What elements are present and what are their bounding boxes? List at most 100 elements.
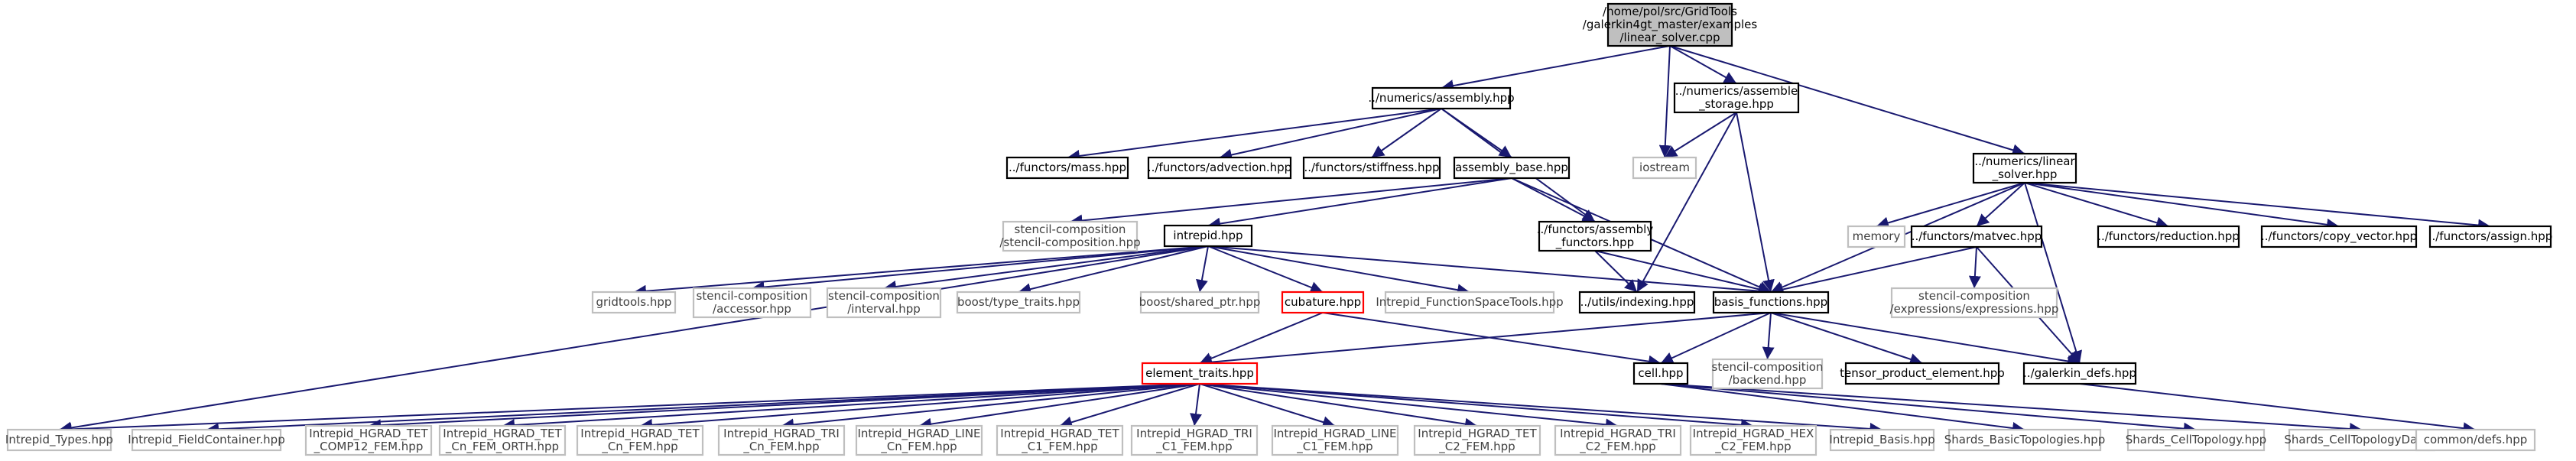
node-box (1632, 156, 1697, 180)
node-label: Intrepid_Types.hpp (5, 433, 113, 447)
node-label: ../functors/assembly (1537, 222, 1654, 236)
node-stencil_expr: stencil-composition/expressions/expressi… (1890, 287, 2058, 319)
node-galerkin_defs[interactable]: ../galerkin_defs.hpp (2022, 362, 2137, 385)
node-assign[interactable]: ../functors/assign.hpp (2428, 225, 2553, 248)
node-label: stencil-composition (1712, 360, 1824, 374)
node-tet_comp12: Intrepid_HGRAD_TET_COMP12_FEM.hpp (304, 424, 433, 456)
node-copy_vector[interactable]: ../functors/copy_vector.hpp (2260, 225, 2418, 248)
node-assembly[interactable]: ../numerics/assembly.hpp (1368, 86, 1515, 110)
node-indexing[interactable]: ../utils/indexing.hpp (1578, 291, 1696, 314)
node-label: stencil-composition (697, 289, 808, 303)
node-box (1844, 362, 2000, 385)
node-label: Intrepid_HGRAD_TET (1418, 427, 1537, 441)
node-label: Intrepid_HGRAD_TET (443, 427, 562, 441)
node-box (2022, 362, 2137, 385)
node-label: _Cn_FEM.hpp (742, 440, 819, 454)
node-assembly_base[interactable]: assembly_base.hpp (1453, 156, 1571, 180)
edge-element_traits-to-tet_comp12 (368, 383, 1200, 432)
edge-element_traits-to-tet_c2 (1199, 383, 1478, 430)
node-label: tensor_product_element.hpp (1840, 366, 2005, 381)
node-box (717, 424, 846, 456)
node-box (855, 424, 983, 456)
edge-intrepid-to-fst (1207, 245, 1470, 297)
edge-intrepid-to-cubature (1207, 245, 1324, 294)
node-cubature[interactable]: cubature.hpp (1281, 291, 1365, 314)
node-label: ../functors/matvec.hpp (1912, 229, 2042, 243)
node-label: cell.hpp (1638, 366, 1683, 380)
node-box (1829, 428, 1935, 452)
edge-element_traits-to-intrepid_types (59, 383, 1200, 436)
node-box (1371, 86, 1512, 110)
node-label: _functors.hpp (1555, 235, 1634, 250)
node-label: _C2_FEM.hpp (1714, 440, 1791, 454)
edge-root-to-linear_solver (1669, 45, 2025, 157)
node-root[interactable]: /home/pol/src/GridTools/galerkin4gt_mast… (1583, 2, 1758, 47)
node-accessor: stencil-composition/accessor.hpp (692, 287, 812, 319)
node-label: /stencil-composition.hpp (999, 235, 1140, 249)
node-cell[interactable]: cell.hpp (1632, 362, 1689, 385)
node-label: Shards_CellTopology.hpp (2126, 433, 2266, 447)
node-label: Intrepid_HGRAD_TET (309, 427, 428, 441)
edge-linear_solver-to-copy_vector (2024, 182, 2340, 231)
node-label: /home/pol/src/GridTools (1603, 5, 1737, 18)
node-basis_functions[interactable]: basis_functions.hpp (1712, 291, 1830, 314)
node-matvec[interactable]: ../functors/matvec.hpp (1910, 225, 2043, 248)
node-label: _C1_FEM.hpp (1296, 440, 1372, 454)
node-fst: Intrepid_FunctionSpaceTools.hpp (1376, 291, 1564, 314)
node-box (1947, 428, 2102, 452)
node-tensor_product[interactable]: tensor_product_element.hpp (1840, 362, 2005, 385)
node-advection[interactable]: ../functors/advection.hpp (1148, 156, 1291, 180)
edge-cell-to-shards_cell (1660, 383, 2197, 435)
node-label: _COMP12_FEM.hpp (313, 440, 424, 454)
edge-basis_functions-to-tensor_product (1770, 312, 1923, 365)
node-shards_cell: Shards_CellTopology.hpp (2126, 428, 2266, 452)
node-label: assembly_base.hpp (1455, 161, 1568, 175)
node-stiffness[interactable]: ../functors/stiffness.hpp (1302, 156, 1441, 180)
edges-layer (59, 45, 2491, 436)
edge-basis_functions-to-element_traits (1199, 312, 1772, 368)
edge-assembly_functors-to-indexing (1594, 250, 1638, 293)
node-label: Intrepid_HGRAD_TET (1000, 427, 1119, 441)
node-gridtools: gridtools.hpp (591, 291, 677, 314)
node-label: _C2_FEM.hpp (1579, 440, 1655, 454)
node-box (2415, 428, 2536, 452)
edge-basis_functions-to-cell (1660, 312, 1772, 364)
node-mass[interactable]: ../functors/mass.hpp (1005, 156, 1129, 180)
node-element_traits[interactable]: element_traits.hpp (1141, 362, 1259, 385)
node-label: /backend.hpp (1729, 373, 1807, 387)
node-label: Intrepid_Basis.hpp (1829, 433, 1934, 447)
node-assembly_functors[interactable]: ../functors/assembly_functors.hpp (1537, 220, 1654, 252)
edge-linear_solver-to-memory (1876, 182, 2025, 229)
node-label: Intrepid_HGRAD_HEX (1693, 427, 1814, 441)
edge-intrepid-to-shared_ptr (1196, 245, 1209, 293)
node-tet_cn_orth: Intrepid_HGRAD_TET_Cn_FEM_ORTH.hpp (438, 424, 567, 456)
edge-assemble_storage-to-iostream (1664, 112, 1737, 158)
node-box (956, 291, 1081, 314)
node-box (1712, 291, 1830, 314)
node-linear_solver[interactable]: ../numerics/linear_solver.hpp (1972, 152, 2077, 184)
edge-assemble_storage-to-basis_functions (1736, 112, 1775, 293)
edge-element_traits-to-intrepid_basis (1199, 383, 1882, 435)
node-intrepid[interactable]: intrepid.hpp (1163, 224, 1253, 248)
node-backend: stencil-composition/backend.hpp (1711, 358, 1824, 390)
node-box (1711, 358, 1824, 390)
node-box (2260, 225, 2418, 248)
edge-cubature-to-element_traits (1199, 312, 1324, 365)
edge-element_traits-to-tet_cn_orth (502, 383, 1200, 432)
node-box (1002, 220, 1139, 252)
node-field_container: Intrepid_FieldContainer.hpp (128, 428, 285, 452)
node-box (2428, 225, 2552, 248)
node-label: stencil-composition (1015, 222, 1126, 236)
edge-root-to-assembly (1441, 45, 1671, 92)
node-box (438, 424, 567, 456)
node-label: boost/type_traits.hpp (957, 295, 1080, 310)
node-reduction[interactable]: ../functors/reduction.hpp (2097, 225, 2240, 248)
node-assemble_storage[interactable]: ../numerics/assemble_storage.hpp (1673, 82, 1800, 114)
node-label: ../functors/assign.hpp (2428, 229, 2553, 243)
edge-cell-to-shards_data (1660, 383, 2363, 435)
edge-galerkin_defs-to-common_defs (2079, 383, 2476, 435)
node-label: ../functors/mass.hpp (1009, 161, 1126, 174)
node-label: _C1_FEM.hpp (1021, 440, 1097, 454)
edge-element_traits-to-line_c1 (1199, 383, 1336, 428)
